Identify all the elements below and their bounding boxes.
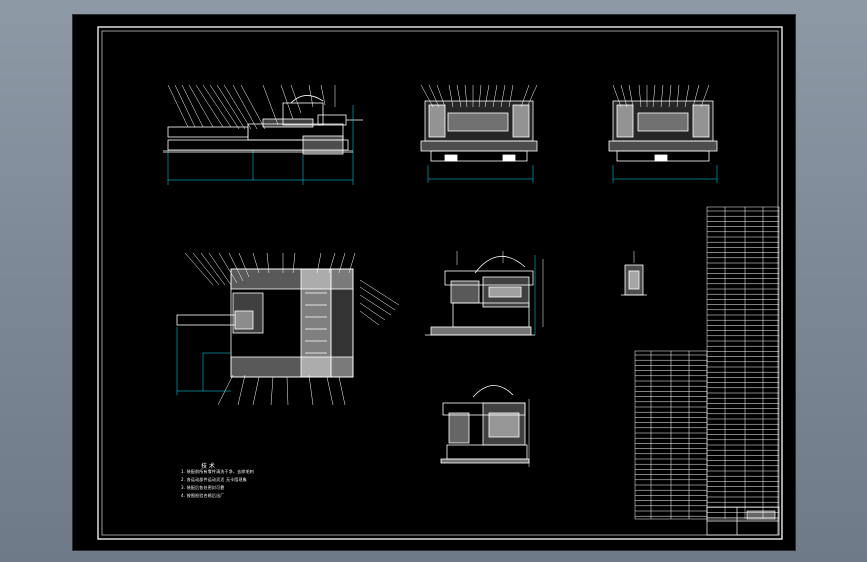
technical-note: 4. 按图检验合格后出厂 [181, 493, 225, 498]
view-plan [176, 252, 400, 406]
sheet-outer-border [97, 26, 783, 540]
view-detail-b [440, 385, 530, 467]
title-block [706, 506, 780, 536]
technical-note: 2. 各运动部件运动灵活 无卡阻现象 [181, 477, 247, 482]
bom-table-upper [706, 206, 780, 520]
view-side-elevation [163, 84, 363, 185]
bom-table-lower [634, 350, 708, 520]
sheet-inner-border [101, 30, 779, 536]
cad-drawing [97, 26, 783, 540]
view-detail-a [425, 251, 544, 336]
view-small-part [621, 251, 647, 296]
drawing-viewport[interactable]: 技 术 1. 装配前所有零件清洗干净，去除毛刺 2. 各运动部件运动灵活 无卡阻… [72, 14, 796, 551]
technical-note: 1. 装配前所有零件清洗干净，去除毛刺 [181, 469, 254, 474]
technical-note: 3. 装配后各处密封可靠 [181, 485, 225, 490]
view-front-right [608, 84, 718, 183]
view-front-middle [420, 84, 538, 183]
technical-notes-title: 技 术 [201, 463, 215, 470]
